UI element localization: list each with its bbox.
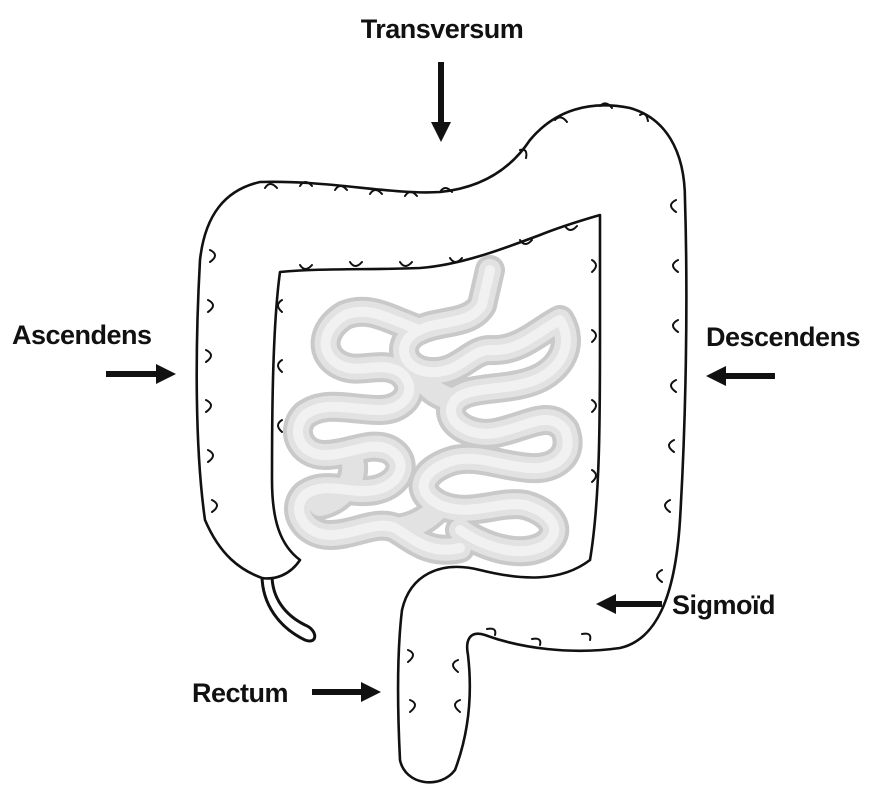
label-rectum: Rectum xyxy=(192,678,288,708)
label-sigmoid: Sigmoïd xyxy=(672,590,775,620)
arrow-descendens xyxy=(706,366,775,386)
arrow-transversum xyxy=(431,62,451,142)
arrow-rectum xyxy=(312,682,381,702)
label-descendens: Descendens xyxy=(706,322,860,352)
arrow-ascendens xyxy=(106,364,176,384)
label-ascendens: Ascendens xyxy=(12,320,152,350)
appendix xyxy=(262,575,315,641)
label-transversum: Transversum xyxy=(361,14,524,44)
small-intestine xyxy=(298,270,568,551)
